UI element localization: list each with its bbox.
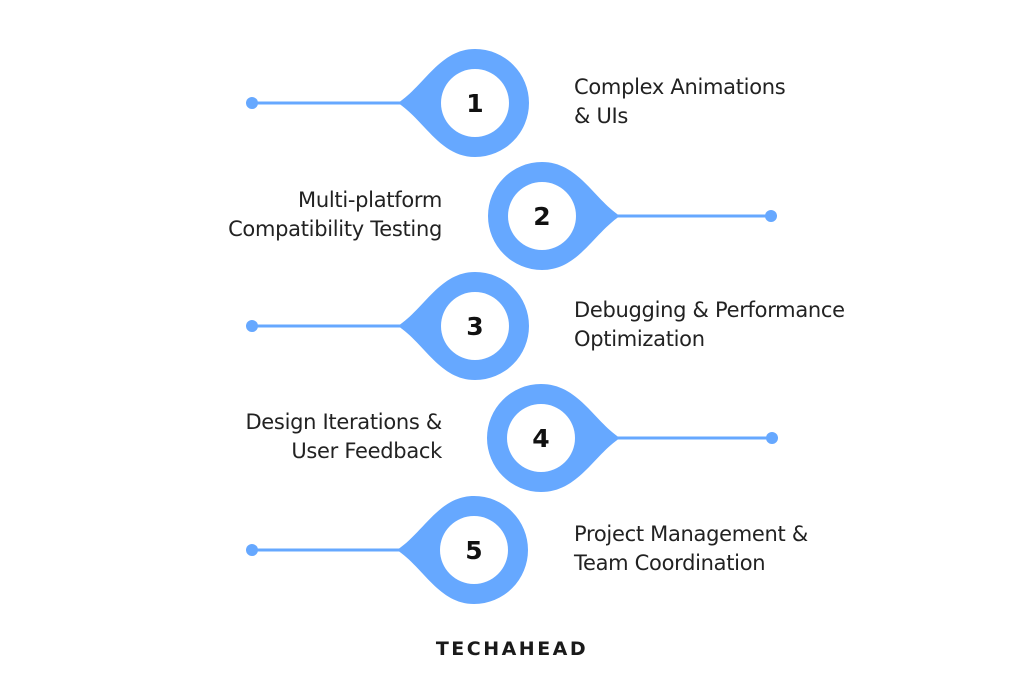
step-1-label: Complex Animations & UIs [574, 73, 786, 131]
pin-inner-circle [441, 69, 509, 137]
step-number-4: 4 [532, 423, 550, 453]
pin-inner-circle [440, 516, 508, 584]
step-1-marker [246, 49, 529, 157]
connector-dot-icon [765, 210, 777, 222]
step-2-label-line2: Compatibility Testing [228, 217, 442, 241]
connector-dot-icon [246, 320, 258, 332]
pin-inner-circle [507, 404, 575, 472]
pin-inner-circle [508, 182, 576, 250]
step-1-label-line1: Complex Animations [574, 75, 786, 99]
step-4-label-line1: Design Iterations & [245, 410, 442, 434]
step-2-marker [488, 162, 777, 270]
pin-inner-circle [441, 292, 509, 360]
step-5-label: Project Management & Team Coordination [574, 520, 808, 578]
step-5-label-line2: Team Coordination [574, 551, 766, 575]
step-4-marker [487, 384, 778, 492]
step-number-5: 5 [465, 535, 483, 565]
step-3-label-line2: Optimization [574, 327, 705, 351]
connector-dot-icon [246, 97, 258, 109]
step-4-label-line2: User Feedback [291, 439, 442, 463]
brand-logo: TECHAHEAD [435, 638, 589, 660]
step-3-label: Debugging & Performance Optimization [574, 296, 845, 354]
step-number-2: 2 [533, 201, 551, 231]
step-2-label: Multi-platform Compatibility Testing [228, 186, 442, 244]
connector-dot-icon [246, 544, 258, 556]
step-2-label-line1: Multi-platform [298, 188, 442, 212]
step-1-label-line2: & UIs [574, 104, 629, 128]
step-5-marker [246, 496, 528, 604]
connector-dot-icon [766, 432, 778, 444]
step-5-label-line1: Project Management & [574, 522, 808, 546]
step-number-3: 3 [466, 311, 484, 341]
step-4-label: Design Iterations & User Feedback [245, 408, 442, 466]
step-number-1: 1 [466, 88, 484, 118]
step-3-label-line1: Debugging & Performance [574, 298, 845, 322]
step-3-marker [246, 272, 529, 380]
